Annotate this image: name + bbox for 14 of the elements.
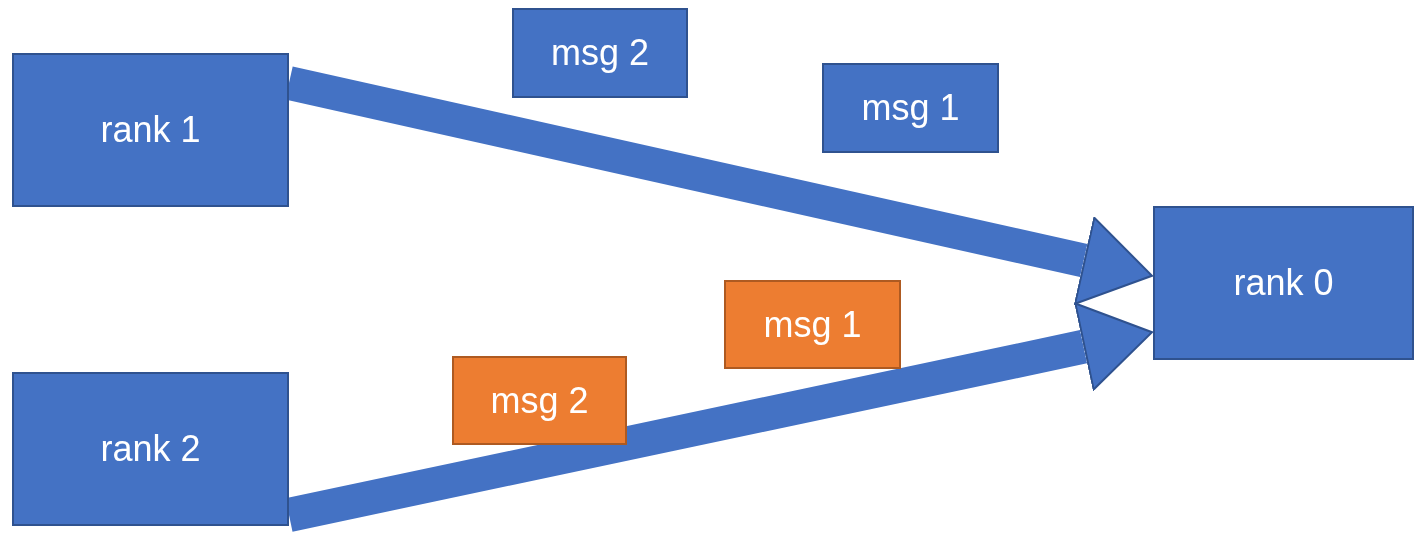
node-label: msg 2 (490, 379, 589, 422)
node-label: rank 2 (100, 428, 201, 470)
process-box (1153, 206, 1414, 360)
process-box (12, 372, 289, 526)
message-box (724, 280, 901, 369)
node-label: msg 2 (550, 32, 649, 74)
process-box (12, 53, 289, 207)
node-label: rank 0 (1233, 262, 1334, 304)
node-label: rank 1 (100, 109, 201, 151)
message-box (822, 63, 999, 153)
message-box (512, 8, 688, 98)
message-box (452, 356, 627, 445)
node-label: msg 1 (763, 303, 862, 346)
node-label: msg 1 (861, 87, 960, 129)
